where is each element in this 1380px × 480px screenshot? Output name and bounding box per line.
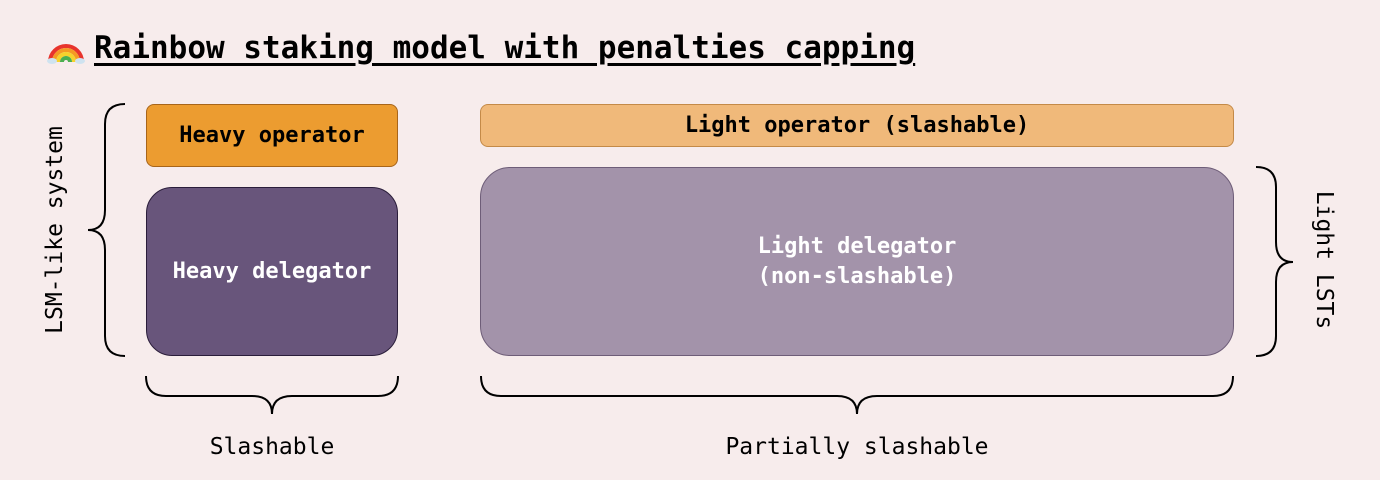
light-delegator-label-line2: (non-slashable) xyxy=(757,263,957,289)
rainbow-icon xyxy=(46,32,86,64)
light-delegator-box: Light delegator (non-slashable) xyxy=(480,167,1234,356)
light-operator-label: Light operator (slashable) xyxy=(684,113,1030,138)
light-lsts-label: Light LSTs xyxy=(1311,190,1337,330)
heavy-delegator-label: Heavy delegator xyxy=(172,259,372,284)
slashable-label: Slashable xyxy=(209,434,335,460)
slashable-brace xyxy=(145,375,399,415)
diagram-title: Rainbow staking model with penalties cap… xyxy=(46,30,915,66)
partially-slashable-brace xyxy=(480,375,1234,415)
heavy-operator-box: Heavy operator xyxy=(146,104,398,167)
left-vertical-brace xyxy=(87,103,126,357)
title-text: Rainbow staking model with penalties cap… xyxy=(94,30,916,66)
heavy-delegator-box: Heavy delegator xyxy=(146,187,398,356)
lsm-like-system-label: LSM-like system xyxy=(42,126,68,334)
heavy-operator-label: Heavy operator xyxy=(179,123,365,148)
light-delegator-label-line1: Light delegator xyxy=(757,233,957,259)
partially-slashable-label: Partially slashable xyxy=(725,434,989,460)
light-operator-box: Light operator (slashable) xyxy=(480,104,1234,147)
right-vertical-brace xyxy=(1255,166,1294,357)
